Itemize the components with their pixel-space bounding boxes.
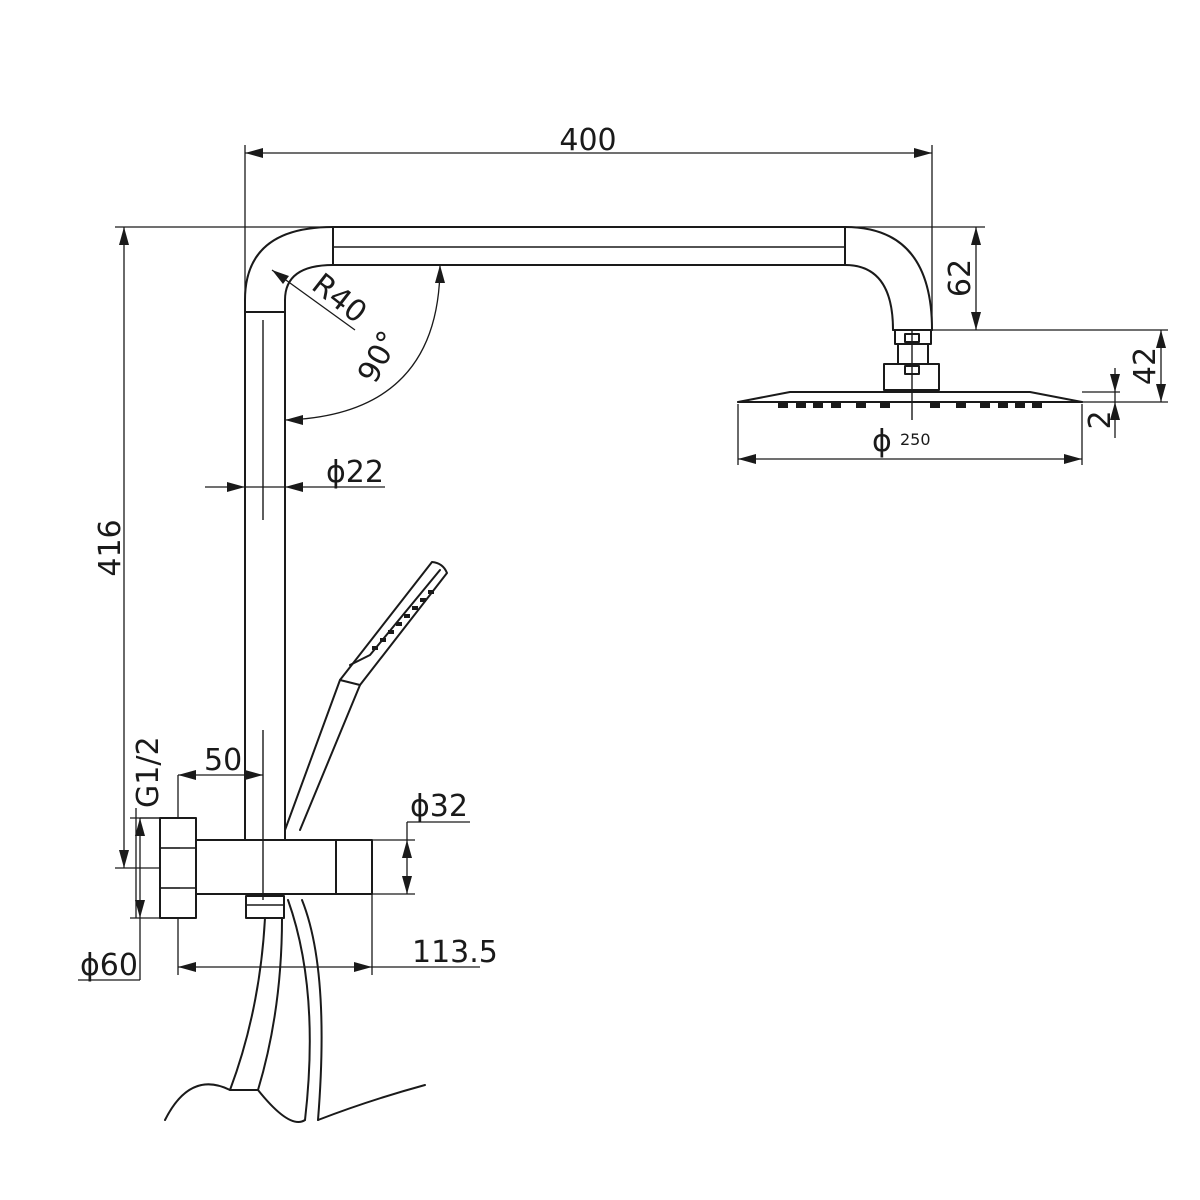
shower-riser xyxy=(244,299,286,900)
wall-connector xyxy=(159,817,373,919)
dim-offset-50: 50 xyxy=(177,743,263,818)
label-head-dia-value: 250 xyxy=(900,430,931,449)
hand-shower xyxy=(284,561,448,831)
dim-width-400: 400 xyxy=(244,123,933,330)
dim-body-diameter: ϕ32 xyxy=(372,789,470,895)
dim-pipe-diameter: ϕ22 xyxy=(205,455,385,492)
hand-shower-nozzles xyxy=(372,590,434,650)
label-depth: 113.5 xyxy=(412,935,498,970)
dim-height-62: 62 xyxy=(845,226,1168,331)
label-2: 2 xyxy=(1083,410,1118,429)
label-head-dia-symbol: ϕ xyxy=(872,424,892,459)
shower-arm xyxy=(244,226,933,331)
dim-radius: R40 xyxy=(271,267,373,331)
dim-height-416: 416 xyxy=(93,226,333,869)
label-50: 50 xyxy=(204,743,242,778)
label-400: 400 xyxy=(559,123,616,158)
label-416: 416 xyxy=(93,519,128,576)
label-flange-dia: ϕ60 xyxy=(80,948,138,983)
label-42: 42 xyxy=(1128,347,1163,385)
label-90: 90° xyxy=(351,325,407,388)
dim-height-2: 2 xyxy=(1082,368,1120,438)
dim-head-diameter: ϕ 250 xyxy=(737,404,1083,465)
label-pipe-dia: ϕ22 xyxy=(326,455,384,490)
shower-hose xyxy=(164,899,426,1123)
dim-flange-diameter: ϕ60 xyxy=(78,817,161,983)
label-62: 62 xyxy=(943,259,978,297)
label-thread: G1/2 xyxy=(131,736,166,808)
dim-depth: 113.5 xyxy=(177,894,498,975)
dim-height-42: 42 xyxy=(1082,330,1168,403)
overhead-shower-head xyxy=(737,329,1083,420)
nozzle-row xyxy=(778,402,1042,408)
dim-thread: G1/2 xyxy=(130,736,180,919)
label-r40: R40 xyxy=(305,267,373,331)
label-body-dia: ϕ32 xyxy=(410,789,468,824)
